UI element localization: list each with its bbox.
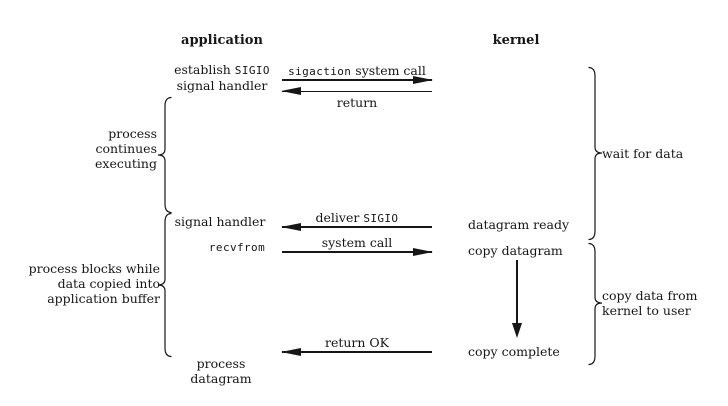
annotation-line: data copied into [57, 276, 160, 291]
signal-handler-label: signal handler [174, 214, 266, 229]
annotation-line: executing [95, 156, 157, 171]
wait-for-data-annotation: wait for data [602, 146, 684, 161]
arrow-line [282, 226, 432, 228]
annotation-line: kernel to user [602, 303, 691, 318]
establish-text: establish [174, 62, 235, 77]
signal-handler-text: signal handler [176, 77, 268, 93]
process-blocks-annotation: process blocks while data copied into ap… [20, 261, 160, 306]
arrow-line [282, 90, 432, 93]
right-brace-copy-data [588, 242, 603, 366]
annotation-line: application buffer [47, 291, 160, 306]
system-call-text: system call [351, 63, 426, 78]
return-ok-label: return OK [324, 335, 390, 350]
datagram-ready-label: datagram ready [468, 217, 570, 232]
copy-complete-label: copy complete [468, 344, 560, 359]
left-brace-process-blocks [157, 212, 172, 358]
left-arrowhead-icon [281, 222, 301, 231]
deliver-text: deliver [315, 210, 364, 225]
application-column-header: application [181, 33, 263, 48]
return-label: return [336, 94, 378, 110]
process-datagram-label: process datagram [141, 356, 301, 386]
right-arrowhead-icon [413, 75, 433, 84]
sigaction-call-name: sigaction [288, 65, 352, 78]
annotation-line: process blocks while [28, 261, 160, 276]
system-call-label: system call [321, 235, 393, 250]
kernel-column-header: kernel [492, 33, 540, 48]
sigio-signal-name: SIGIO [234, 64, 270, 77]
annotation-line: process [108, 126, 157, 141]
arrow-line [516, 260, 518, 324]
process-datagram-line2: datagram [190, 371, 252, 386]
establish-sigio-handler-label: establish SIGIO signal handler [142, 62, 302, 93]
right-arrowhead-icon [413, 247, 433, 256]
process-continues-annotation: process continues executing [20, 126, 157, 171]
sigaction-system-call-label: sigaction system call [282, 63, 432, 78]
left-arrowhead-icon [281, 87, 301, 96]
process-datagram-line1: process [196, 356, 246, 371]
down-arrowhead-icon [512, 323, 522, 338]
sigio-signal-name: SIGIO [363, 212, 399, 225]
left-brace-process-continues [157, 96, 172, 214]
left-arrowhead-icon [281, 347, 301, 356]
annotation-line: continues [95, 141, 157, 156]
right-brace-wait-for-data [588, 66, 603, 241]
annotation-line: copy data from [602, 288, 698, 303]
arrow-line [282, 79, 432, 81]
recvfrom-call-label: recvfrom [208, 241, 266, 254]
deliver-sigio-label: deliver SIGIO [282, 210, 432, 225]
arrow-line [282, 351, 432, 353]
arrow-line [282, 251, 432, 253]
copy-datagram-label: copy datagram [468, 243, 563, 258]
copy-data-annotation: copy data from kernel to user [602, 288, 697, 318]
